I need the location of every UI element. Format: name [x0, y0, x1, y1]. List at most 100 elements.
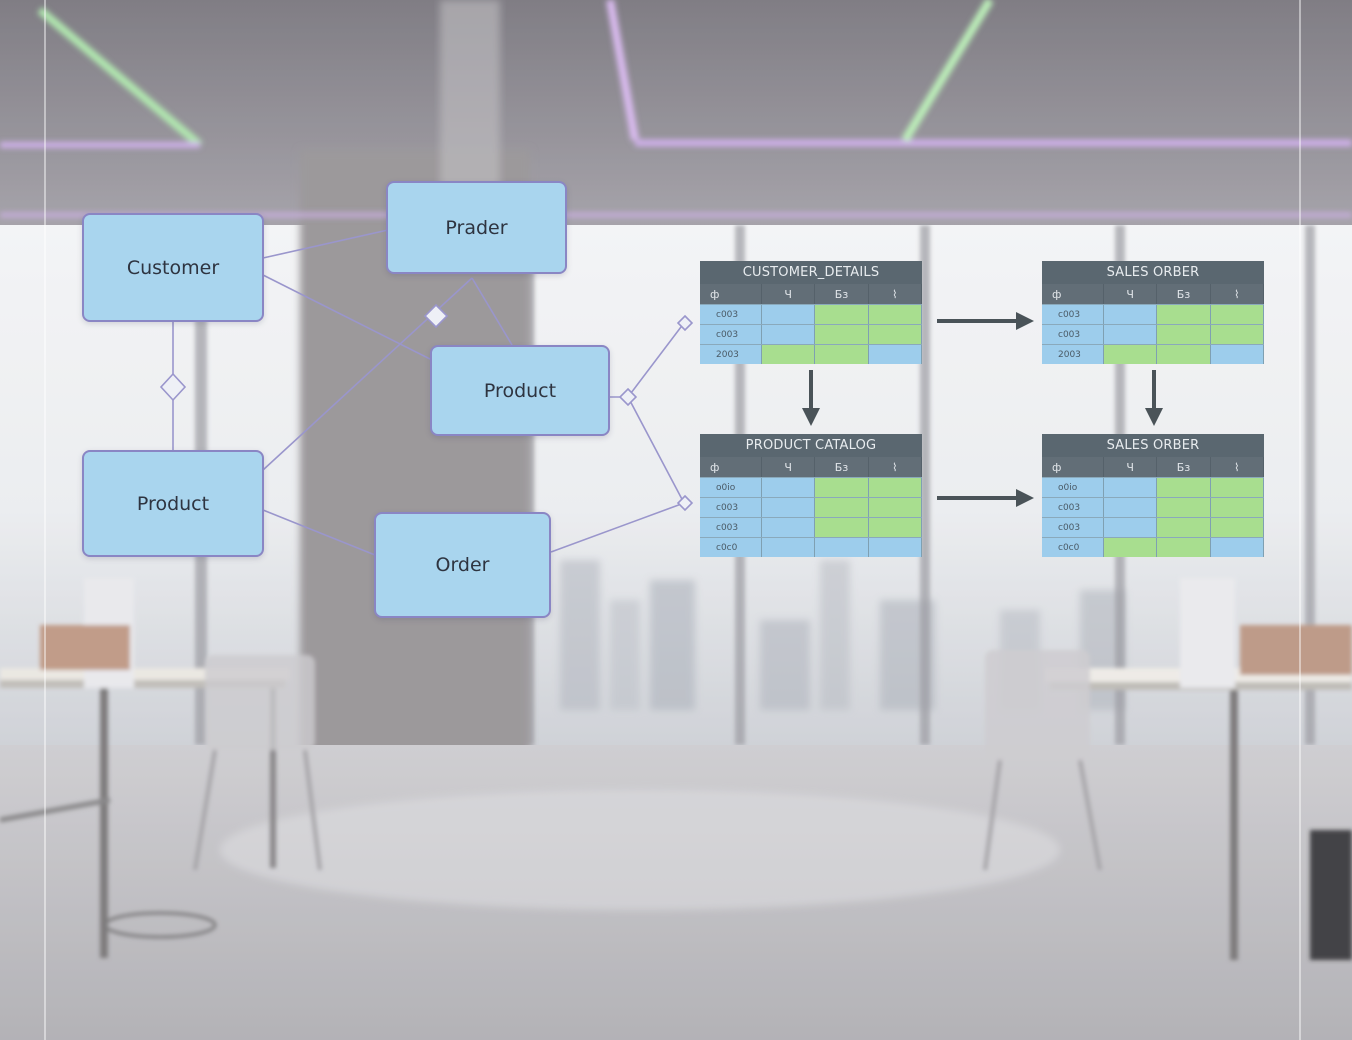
table-cell [1210, 498, 1264, 517]
table-title: SALES ORBER [1042, 434, 1264, 457]
table-cell [762, 325, 816, 344]
entity-prader[interactable]: Prader [386, 181, 567, 274]
table-cell [1104, 498, 1158, 517]
table-cell [815, 325, 869, 344]
table-cell [815, 498, 869, 517]
table-row[interactable]: c0c0 [1042, 537, 1264, 557]
table-cell [762, 538, 816, 557]
column-header: Бз [1157, 457, 1211, 477]
table-cell [1104, 325, 1158, 344]
entity-product-center[interactable]: Product [430, 345, 610, 436]
row-key: c0c0 [1042, 538, 1104, 557]
column-header: Ч [1104, 457, 1158, 477]
row-key: c003 [1042, 305, 1104, 324]
table-title: CUSTOMER_DETAILS [700, 261, 922, 284]
table-row[interactable]: c003 [1042, 517, 1264, 537]
row-key: o0io [1042, 478, 1104, 497]
row-key: c003 [700, 518, 762, 537]
table-row[interactable]: c003 [700, 497, 922, 517]
row-key: c003 [700, 498, 762, 517]
table-cell [1210, 325, 1264, 344]
column-header: Ч [1104, 284, 1158, 304]
column-header: ф [1042, 457, 1104, 477]
row-key: o0io [700, 478, 762, 497]
entity-product-left-label: Product [136, 492, 210, 515]
entity-order[interactable]: Order [374, 512, 551, 618]
row-key: c0c0 [700, 538, 762, 557]
entity-product-left[interactable]: Product [82, 450, 264, 557]
column-header: ⌇ [1211, 457, 1264, 477]
table-title: PRODUCT CATALOG [700, 434, 922, 457]
column-header: ⌇ [1211, 284, 1264, 304]
entity-customer[interactable]: Customer [82, 213, 264, 322]
column-header: ф [700, 457, 762, 477]
column-header: Бз [1157, 284, 1211, 304]
row-key: c003 [1042, 325, 1104, 344]
column-header: Ч [762, 457, 816, 477]
table-row[interactable]: c0c0 [700, 537, 922, 557]
table-row[interactable]: c003 [700, 517, 922, 537]
table-cell [815, 305, 869, 324]
table-cell [762, 498, 816, 517]
table-cell [1104, 305, 1158, 324]
column-header: ф [1042, 284, 1104, 304]
table-cell [868, 498, 922, 517]
table-row[interactable]: 2003 [1042, 344, 1264, 364]
table-cell [1157, 345, 1211, 364]
column-header: Бз [815, 457, 869, 477]
table-row[interactable]: c003 [1042, 324, 1264, 344]
table-cell [868, 478, 922, 497]
table-cell [868, 538, 922, 557]
table-cell [762, 345, 816, 364]
table-cell [815, 478, 869, 497]
table-cell [815, 345, 869, 364]
table-row[interactable]: c003 [700, 324, 922, 344]
flow-arrows [802, 312, 1163, 507]
table-cell [762, 518, 816, 537]
table-row[interactable]: c003 [700, 304, 922, 324]
table-cell [1157, 325, 1211, 344]
column-header: ⌇ [869, 284, 922, 304]
table-cell [1104, 538, 1158, 557]
table-cell [1157, 538, 1211, 557]
table-cell [868, 305, 922, 324]
entity-product-center-label: Product [483, 379, 557, 402]
table-cell [868, 345, 922, 364]
entity-customer-label: Customer [126, 256, 220, 279]
table-row[interactable]: o0io [700, 477, 922, 497]
table-cell [1157, 305, 1211, 324]
row-key: c003 [700, 305, 762, 324]
table-cell [1157, 478, 1211, 497]
row-key: c003 [1042, 518, 1104, 537]
table-row[interactable]: c003 [1042, 304, 1264, 324]
table-cell [1104, 345, 1158, 364]
table-cell [815, 518, 869, 537]
table-cell [1210, 345, 1264, 364]
table-row[interactable]: 2003 [700, 344, 922, 364]
entity-prader-label: Prader [445, 216, 508, 239]
table-title: SALES ORBER [1042, 261, 1264, 284]
table-cell [1210, 478, 1264, 497]
table-cell [1210, 305, 1264, 324]
table-cell [1157, 518, 1211, 537]
table-cell [1104, 478, 1158, 497]
entity-order-label: Order [435, 554, 490, 576]
table-cell [1104, 518, 1158, 537]
row-key: c003 [1042, 498, 1104, 517]
table-cell [762, 478, 816, 497]
column-header: Бз [815, 284, 869, 304]
table-row[interactable]: o0io [1042, 477, 1264, 497]
column-header: ⌇ [869, 457, 922, 477]
row-key: 2003 [700, 345, 762, 364]
table-cell [1210, 538, 1264, 557]
table-row[interactable]: c003 [1042, 497, 1264, 517]
column-header: ф [700, 284, 762, 304]
